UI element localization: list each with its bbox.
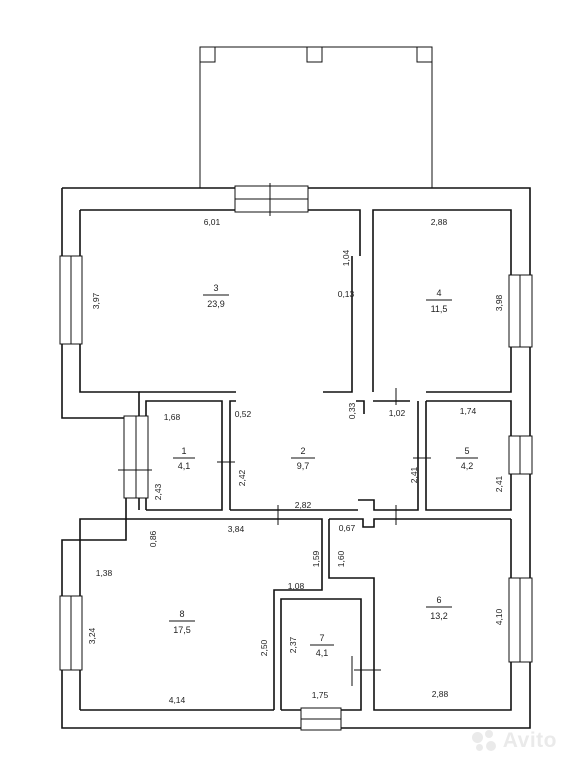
dimension-labels: 6,01 3,97 1,04 0,13 2,88 3,98 1,68 2,43 … bbox=[87, 217, 504, 705]
room-2-walls bbox=[229, 400, 419, 511]
room-5-area: 4,2 bbox=[461, 461, 474, 471]
dim-r5-right: 2,41 bbox=[494, 475, 504, 492]
room-5-number: 5 bbox=[464, 446, 469, 456]
room-4-walls bbox=[372, 209, 512, 402]
room-5-walls bbox=[425, 400, 512, 511]
dim-r8-top: 3,84 bbox=[228, 524, 245, 534]
room-7-number: 7 bbox=[319, 633, 324, 643]
room-4-area: 11,5 bbox=[431, 304, 448, 314]
avito-logo-icon bbox=[471, 730, 498, 752]
dim-r5-top: 1,74 bbox=[460, 406, 477, 416]
room-7-area: 4,1 bbox=[316, 648, 329, 658]
dim-r6-notch-h: 0,67 bbox=[339, 523, 356, 533]
dim-r8-right: 2,50 bbox=[259, 639, 269, 656]
dim-r3-top: 6,01 bbox=[204, 217, 221, 227]
dim-r1-top: 1,68 bbox=[164, 412, 181, 422]
room-3-area: 23,9 bbox=[207, 299, 225, 309]
windows bbox=[59, 185, 533, 731]
dim-r2-left: 2,42 bbox=[237, 469, 247, 486]
watermark-text: Avito bbox=[502, 729, 557, 752]
room-8-number: 8 bbox=[179, 609, 184, 619]
room-6-area: 13,2 bbox=[430, 611, 448, 621]
dim-r4-right: 3,98 bbox=[494, 294, 504, 311]
terrace bbox=[199, 46, 433, 188]
dim-r8-notch-h: 1,08 bbox=[288, 581, 305, 591]
dim-r4-top: 2,88 bbox=[431, 217, 448, 227]
dim-r3-right-lower: 0,13 bbox=[338, 289, 355, 299]
room-2-number: 2 bbox=[300, 446, 305, 456]
dim-102: 1,02 bbox=[389, 408, 406, 418]
dim-r6-right: 4,10 bbox=[494, 608, 504, 625]
dim-r7-left: 2,37 bbox=[288, 636, 298, 653]
dim-r8-notch-v: 1,59 bbox=[311, 550, 321, 567]
dim-r6-bottom: 2,88 bbox=[432, 689, 449, 699]
dim-r2-bottom: 2,82 bbox=[295, 500, 312, 510]
room-8-area: 17,5 bbox=[173, 625, 191, 635]
dim-r8-corner: 0,86 bbox=[148, 530, 158, 547]
dim-r3-left: 3,97 bbox=[91, 292, 101, 309]
room-4-number: 4 bbox=[436, 288, 441, 298]
room-6-number: 6 bbox=[436, 595, 441, 605]
room-2-area: 9,7 bbox=[297, 461, 310, 471]
dim-r2-right-top: 0,33 bbox=[347, 402, 357, 419]
dim-r6-notch-v: 1,60 bbox=[336, 550, 346, 567]
dim-r8-bottom: 4,14 bbox=[169, 695, 186, 705]
door-marks bbox=[118, 183, 431, 686]
dim-r8-left: 3,24 bbox=[87, 627, 97, 644]
room-3-walls bbox=[80, 209, 361, 393]
room-labels: 3 23,9 4 11,5 1 4,1 2 9,7 5 4,2 8 17,5 6… bbox=[169, 283, 478, 658]
room-6-walls bbox=[328, 519, 512, 711]
dim-r2-left-top: 0,52 bbox=[235, 409, 252, 419]
room-1-number: 1 bbox=[181, 446, 186, 456]
dim-r2-right: 2,41 bbox=[409, 466, 419, 483]
avito-watermark: Avito bbox=[471, 729, 557, 753]
dim-r7-bottom: 1,75 bbox=[312, 690, 329, 700]
room-1-area: 4,1 bbox=[178, 461, 191, 471]
dim-r8-left-top: 1,38 bbox=[96, 568, 113, 578]
room-3-number: 3 bbox=[213, 283, 218, 293]
dim-r3-right-upper: 1,04 bbox=[341, 249, 351, 266]
dim-r1-left: 2,43 bbox=[153, 483, 163, 500]
